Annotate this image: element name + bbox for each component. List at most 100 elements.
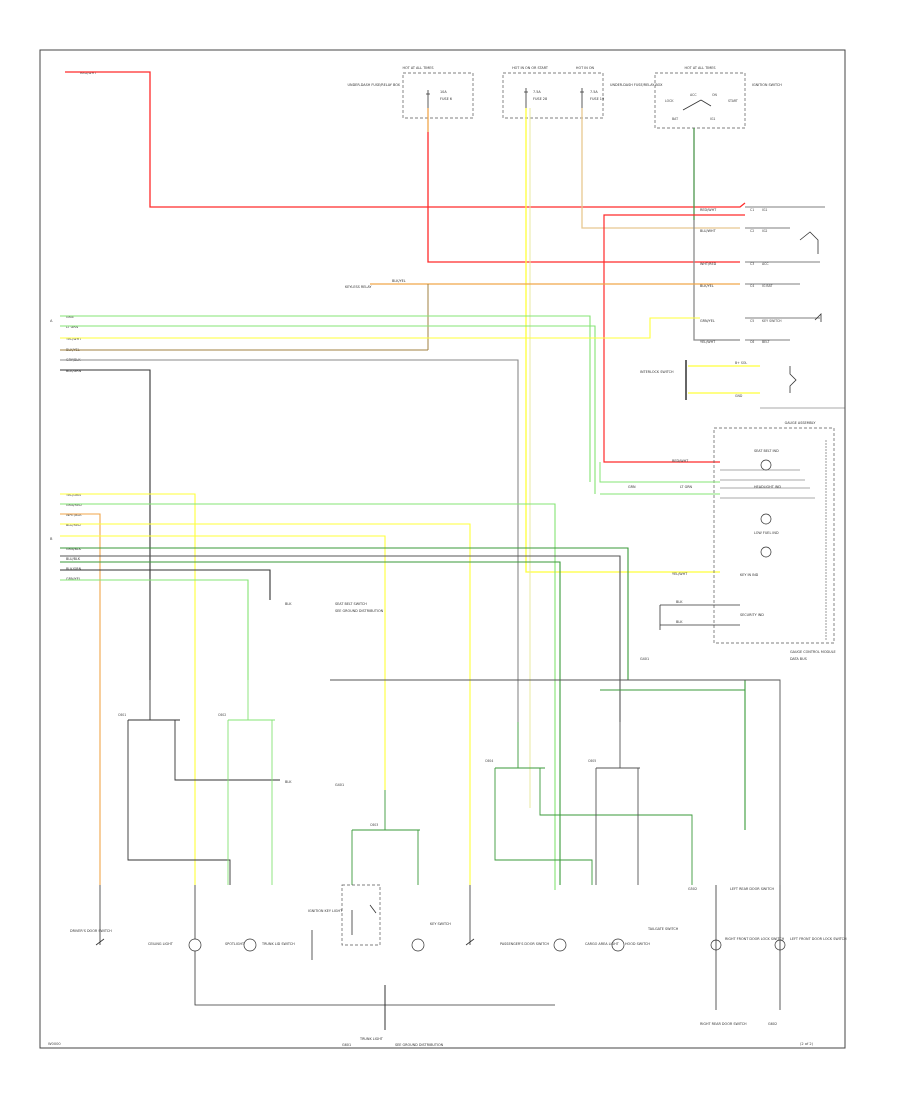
gauge-wire-label-3: RED/WHT	[672, 459, 689, 463]
ignition-pos-acc: ACC	[690, 93, 697, 97]
rt-c4-pin: C4	[750, 284, 754, 288]
wire-harness-a-yelwht	[60, 317, 700, 339]
rt-c2-pin: C2	[750, 229, 754, 233]
fuse-box-c: HOT IN ON 7.5A FUSE 19 UNDER-DASH FUSE/R…	[576, 66, 663, 108]
harness-b-w4: BLU/RED	[66, 523, 81, 527]
rt-c2-label: BLU/WHT	[700, 229, 717, 233]
fuse-box-a: HOT AT ALL TIMES UNDER-DASH FUSE/RELAY B…	[348, 66, 474, 119]
gauge-ground-w1: BLK	[676, 600, 683, 604]
ignition-pos-start: START	[728, 99, 738, 103]
gauge-bottom-label: GAUGE CONTROL MODULE	[790, 650, 836, 654]
lower-door-a: DRIVER'S DOOR SWITCH	[70, 929, 112, 933]
lower-door-e: RIGHT FRONT DOOR LOCK SWITCH	[725, 937, 785, 941]
fuse-a-rating: 10A	[440, 90, 447, 94]
ignition-pos-on: ON	[712, 93, 718, 97]
gauge-item-2: HEADLIGHT IND	[754, 485, 781, 489]
fuse-box-b: HOT IN ON OR START 7.5A FUSE 28	[502, 66, 604, 119]
fuse-c-symbol	[580, 88, 584, 108]
lower-sw-a: TRUNK LID SWITCH	[261, 942, 295, 946]
wire-label-blk-yel: BLK/YEL	[392, 279, 406, 283]
lower-components: DRIVER'S DOOR SWITCH CEILING LIGHT SPOTL…	[70, 884, 847, 1026]
ignition-pin-bat: BAT	[672, 117, 678, 121]
fuse-a-number: FUSE 6	[440, 97, 452, 101]
ignition-contact	[682, 99, 712, 111]
conn-b-label: B	[50, 537, 53, 541]
rt-c3-func: ACC	[762, 262, 769, 266]
rt-c5-pin: C5	[750, 319, 754, 323]
gauge-ground-label: G401	[640, 657, 649, 661]
lower-center-b: KEY SWITCH	[430, 922, 451, 926]
gauge-item-4: KEY IN IND	[740, 573, 759, 577]
lower-door-b: PASSENGER'S DOOR SWITCH	[500, 942, 550, 946]
harness-b-w3: WHT/BLK	[66, 513, 82, 517]
splice-note-w: BLK	[285, 780, 292, 784]
wire-harness-b-blured	[60, 523, 471, 885]
fuse-b-number: FUSE 28	[533, 97, 547, 101]
rt-c5-func: KEY SWITCH	[762, 319, 782, 323]
wire-harness-b-blkgrn	[60, 561, 561, 885]
rt-c3-label: WHT/RED	[700, 262, 717, 266]
gauge-assembly: GAUGE ASSEMBLY SEAT BELT IND HEADLIGHT I…	[713, 407, 845, 661]
bottom-ref-label: SEE GROUND DISTRIBUTION	[395, 1043, 444, 1047]
right-terminals: RED/WHT C1 IG1 BLU/WHT C2 IG2 WHT/RED C3…	[700, 208, 782, 344]
splice-note-gnd: G401	[335, 783, 344, 787]
lower-lamp-b: SPOTLIGHT	[225, 942, 245, 946]
fuse-a-title: UNDER-DASH FUSE/RELAY BOX	[348, 83, 401, 87]
note-wire-1: BLK	[285, 602, 292, 606]
bottom-ground-label: TRUNK LIGHT	[359, 1037, 384, 1041]
splice-2: C602	[218, 713, 226, 717]
wire-harness-b-blk	[60, 569, 271, 600]
gauge-bus-label: DATA BUS	[790, 657, 807, 661]
harness-b-w6: BLU/BLK	[66, 557, 81, 561]
diagram-frame	[39, 49, 846, 1049]
gauge-item-5: SECURITY IND	[740, 613, 764, 617]
fuse-b-symbol	[524, 88, 528, 108]
lower-door-d: RIGHT REAR DOOR SWITCH	[700, 1022, 747, 1026]
wire-harness-b-yel2	[60, 535, 386, 790]
wire-harness-b-blublk	[60, 555, 621, 722]
ignition-pin-ig1: IG1	[710, 117, 715, 121]
harness-a-w2: LT GRN	[66, 325, 79, 329]
wire-red-top	[65, 71, 746, 208]
figure-code: W0000	[48, 1042, 61, 1046]
note-splice: SEE GROUND DISTRIBUTION	[335, 609, 384, 613]
wire-harness-a-grn	[60, 315, 591, 482]
ignition-switch: HOT AT ALL TIMES IGNITION SWITCH LOCK AC…	[654, 66, 782, 129]
harness-b-w2: GRN/RED	[66, 503, 82, 507]
interlock-switch: INTERLOCK SWITCH B+ SOL GND	[640, 360, 797, 400]
wire-ignition-drop	[693, 128, 740, 341]
interlock-pin-2: GND	[735, 394, 743, 398]
fuse-b-heading: HOT IN ON OR START	[512, 66, 549, 70]
lower-rr-lamp: TAILGATE SWITCH	[647, 927, 679, 931]
gauge-item-3: LOW FUEL IND	[754, 531, 779, 535]
figure-page: (2 of 2)	[800, 1042, 814, 1046]
harness-b-w8: GRN/YEL	[66, 577, 81, 581]
lower-gnd-b: G502	[688, 887, 697, 891]
relay-label: KEYLESS RELAY	[345, 285, 372, 289]
gauge-ground-w2: BLK	[676, 620, 683, 624]
wire-harness-a-blkgrn	[60, 369, 151, 680]
harness-b-w5: GRN/BLK	[66, 547, 82, 551]
wire-green-gauge	[599, 462, 720, 483]
wire-tan-fuse-c	[581, 108, 740, 229]
splice-4: C604	[485, 759, 493, 763]
gauge-ground-leads	[659, 604, 740, 630]
wire-mid-bus	[330, 679, 781, 885]
wire-red-ig	[427, 132, 740, 263]
lower-sw-b: HOOD SWITCH	[625, 942, 650, 946]
lower-lamp-a: CEILING LIGHT	[148, 942, 174, 946]
lower-bottom-ground-c: G602	[768, 1022, 777, 1026]
harness-a-w3: YEL/WHT	[66, 337, 82, 341]
harness-a-w1: GRN	[66, 315, 74, 319]
fuse-b-rating: 7.5A	[533, 90, 541, 94]
gauge-item-1: SEAT BELT IND	[754, 449, 779, 453]
wire-yellow-fuse-b	[525, 108, 720, 573]
rt-c6-func: BELT	[762, 340, 770, 344]
gauge-wire-label-2: LT GRN	[680, 485, 693, 489]
wire-harness-b-grnred	[60, 503, 556, 890]
rt-c3-pin: C3	[750, 262, 754, 266]
lower-door-f: LEFT FRONT DOOR LOCK SWITCH	[790, 937, 847, 941]
harness-b-w7: BLK/GRN	[66, 567, 82, 571]
fuse-c-rating: 7.5A	[590, 90, 598, 94]
